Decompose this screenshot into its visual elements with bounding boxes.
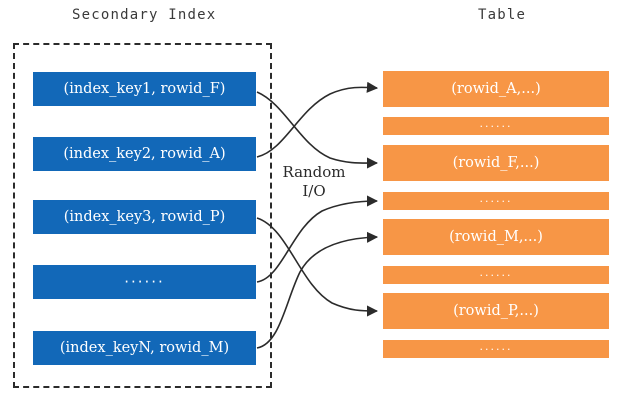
connector-ellipsis-to-ellipsis xyxy=(256,195,379,283)
connector-key1-to-rowidF xyxy=(256,91,379,169)
connector-key3-to-rowidP xyxy=(256,217,379,317)
index-row[interactable]: (index_key2, rowid_A) xyxy=(33,137,256,171)
random-io-line2: I/O xyxy=(302,182,326,200)
index-row[interactable]: (index_key3, rowid_P) xyxy=(33,200,256,234)
table-row[interactable]: (rowid_M,...) xyxy=(383,219,609,255)
random-io-label: Random I/O xyxy=(278,163,350,201)
table-row[interactable]: (rowid_A,...) xyxy=(383,71,609,107)
secondary-index-heading: Secondary Index xyxy=(72,7,217,23)
table-row-ellipsis: ······ xyxy=(383,117,609,135)
index-row[interactable]: (index_key1, rowid_F) xyxy=(33,72,256,106)
table-row-ellipsis: ······ xyxy=(383,266,609,284)
random-io-line1: Random xyxy=(282,163,346,181)
table-heading: Table xyxy=(478,7,527,23)
table-row[interactable]: (rowid_F,...) xyxy=(383,145,609,181)
table-row-ellipsis: ······ xyxy=(383,340,609,358)
index-row[interactable]: (index_keyN, rowid_M) xyxy=(33,331,256,365)
table-row[interactable]: (rowid_P,...) xyxy=(383,293,609,329)
table-row-ellipsis: ······ xyxy=(383,192,609,210)
connector-keyN-to-rowidM xyxy=(256,231,379,349)
index-row-ellipsis: ······ xyxy=(33,265,256,299)
connector-key2-to-rowidA xyxy=(256,81,379,158)
